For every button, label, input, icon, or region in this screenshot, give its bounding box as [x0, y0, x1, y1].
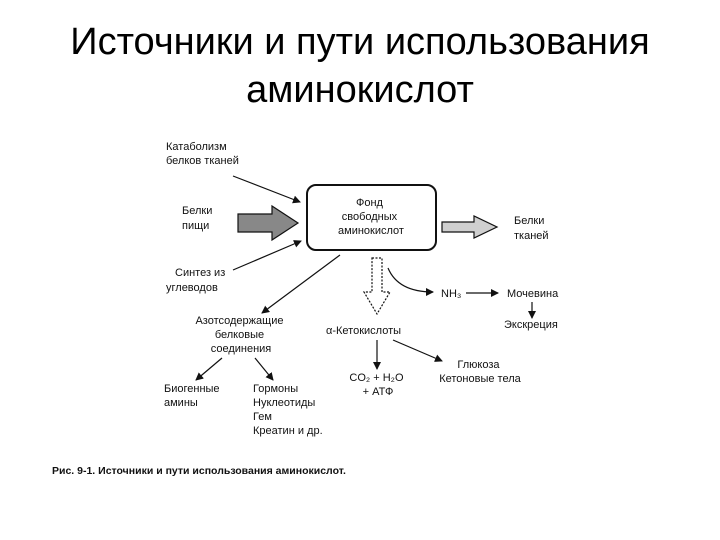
urea-label: Мочевина: [507, 288, 559, 300]
big-arrow-pool-to-tissue: [441, 215, 499, 239]
arrow-nitrogen-to-hormones: [254, 357, 274, 381]
figure-caption: Рис. 9-1. Источники и пути использования…: [52, 465, 346, 477]
arrow-keto-to-glucose: [392, 339, 443, 362]
title-line-2: аминокислот: [246, 69, 474, 111]
synthesis-label: Синтез из углеводов: [166, 267, 228, 294]
biogenic-amines-label: Биогенные амины: [164, 383, 223, 409]
food-proteins-label: Белки пищи: [182, 205, 215, 232]
arrow-catabolism-to-pool: [232, 175, 301, 204]
big-arrow-pool-down: [362, 257, 392, 316]
arrow-pool-to-nitrogen-compounds: [261, 254, 341, 314]
hormones-label: Гормоны Нуклеотиды Гем Креатин и др.: [253, 383, 323, 437]
nh3-label: NH₃: [441, 288, 461, 300]
title-line-1: Источники и пути использования: [70, 21, 650, 63]
catabolism-label: Катаболизм белков тканей: [166, 141, 239, 167]
nitrogen-compounds-label: Азотсодержащие белковые соединения: [195, 315, 286, 355]
arrow-synthesis-to-pool: [232, 240, 302, 271]
amino-acid-pool-label: Фонд свободных аминокислот: [338, 197, 404, 237]
amino-acid-pool-box: [306, 184, 437, 251]
slide-title: Источники и пути использования аминокисл…: [0, 18, 720, 114]
big-arrow-food-to-pool: [237, 204, 300, 242]
co2-atp-label: CO₂ + H₂O + АТФ: [349, 372, 406, 398]
arrow-nitrogen-to-amines: [195, 357, 223, 381]
glucose-ketone-label: Глюкоза Кетоновые тела: [439, 359, 521, 385]
excretion-label: Экскреция: [504, 319, 558, 331]
arrow-pool-to-nh3: [387, 267, 434, 296]
tissue-proteins-label: Белки тканей: [514, 215, 549, 242]
keto-acids-label: α-Кетокислоты: [326, 325, 401, 337]
